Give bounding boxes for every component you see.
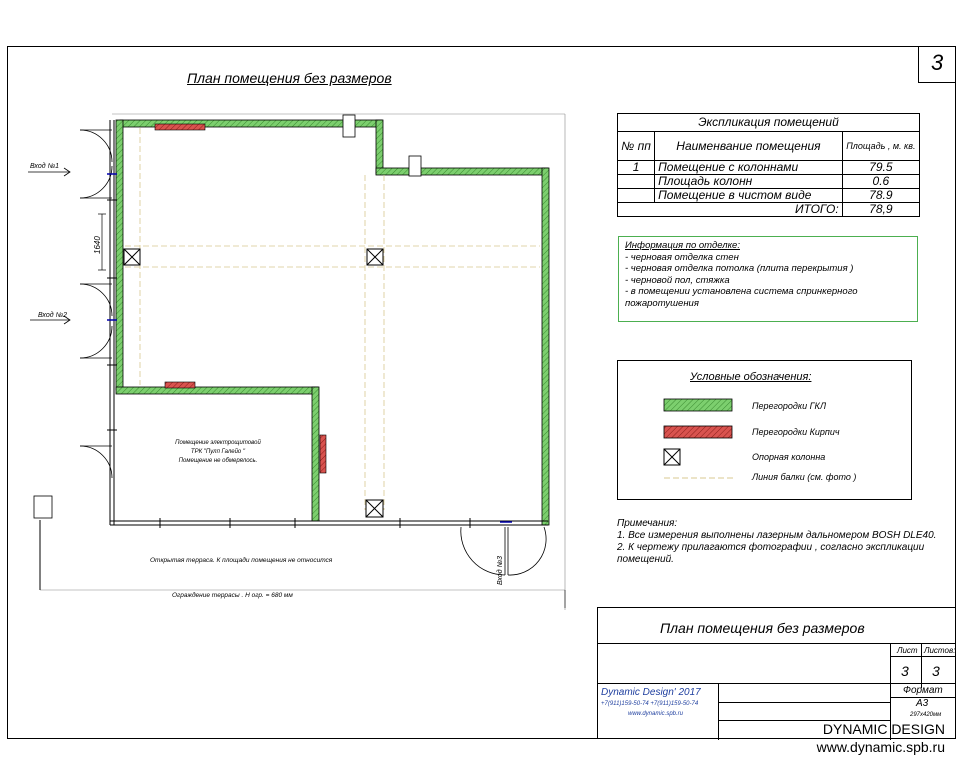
legend-gkl-swatch (663, 398, 733, 412)
finishing-line-1: - черновая отделка стен (625, 251, 739, 263)
dimension-label: 1640 (93, 236, 102, 254)
row-1-area: 79.5 (841, 160, 921, 175)
brick-walls (154, 123, 327, 474)
finishing-line-2: - черновая отделка потолка (плита перекр… (625, 263, 854, 274)
title-block: План помещения без размеров Лист Листов:… (597, 607, 956, 740)
notes-line-1: 1. Все измерения выполнены лазерным даль… (617, 530, 937, 541)
fence-label: Ограждение террасы . Н огр. = 680 мм (172, 591, 293, 599)
row-3-name: Помещение в чистом виде (654, 188, 843, 203)
watermark-brand: DYNAMIC DESIGN (822, 721, 945, 737)
sheets-value: 3 (932, 663, 940, 679)
sheet-value: 3 (901, 663, 909, 679)
watermark: DYNAMIC DESIGN www.dynamic.spb.ru (790, 720, 945, 756)
sheet-label: Лист (897, 646, 918, 655)
row-2-num (616, 174, 656, 189)
notes-line-2: 2. К чертежу прилагаются фотографии , со… (617, 542, 925, 553)
terrace-label: Открытая терраса. К площади помещения не… (150, 556, 333, 564)
format-label: Формат (903, 685, 943, 696)
page-number: 3 (931, 50, 944, 75)
row-2-name: Площадь колонн (654, 174, 843, 189)
total-label: ИТОГО: (617, 202, 843, 217)
total-value: 78,9 (841, 202, 921, 217)
gkl-walls (115, 119, 550, 526)
finishing-info-title: Информация по отделке: (625, 240, 740, 251)
finishing-line-3: - черновой пол, стяжка (625, 274, 730, 286)
legend-label-column: Опорная колонна (752, 452, 826, 462)
electrical-room-line-3: Помещение не обмерялось. (179, 458, 258, 464)
row-1-num: 1 (616, 160, 656, 175)
notes-title: Примечания: (617, 518, 678, 529)
finishing-info-box: Информация по отделке: - черновая отделк… (618, 236, 918, 322)
format-value: А3 (916, 698, 929, 709)
entrance-doors (79, 129, 547, 576)
header-area: Площадь , м. кв. (841, 131, 921, 161)
exit-3-label: Вход №3 (496, 556, 504, 585)
row-3-num (616, 188, 656, 203)
beam-lines (125, 128, 540, 510)
plan-title: План помещения без размеров (187, 70, 392, 86)
page-number-box: 3 (918, 46, 956, 83)
legend-title: Условные обозначения: (690, 371, 812, 383)
company-phones: +7(911)159-50-74 +7(911)159-50-74 (601, 701, 699, 707)
legend-box: Условные обозначения: Перегородки ГКЛ Пе… (617, 360, 912, 500)
entrance-1-label: Вход №1 (30, 162, 59, 170)
legend-label-beam: Линия балки (см. фото ) (752, 472, 857, 482)
legend-label-gkl: Перегородки ГКЛ (752, 401, 826, 411)
legend-column-symbol (663, 448, 681, 466)
company-name: Dynamic Design' 2017 (601, 687, 701, 698)
finishing-line-5: пожаротушения (625, 297, 699, 309)
sheets-label: Листов: (924, 646, 956, 655)
explication-title: Экспликация помещений (617, 113, 920, 132)
finishing-line-4: - в помещении установлена система спринк… (625, 286, 858, 297)
stamp-title: План помещения без размеров (660, 620, 865, 636)
legend-label-brick: Перегородки Кирпич (752, 427, 840, 437)
row-2-area: 0.6 (841, 174, 921, 189)
support-columns (123, 248, 384, 518)
header-name: Наименвание помещения (654, 131, 843, 161)
format-size: 297х420мм (910, 712, 942, 718)
watermark-site: www.dynamic.spb.ru (816, 739, 945, 755)
electrical-room-line-2: ТРК "Пулп Галейо " (191, 448, 246, 455)
notes-line-3: помещений. (617, 554, 674, 565)
notes-block: Примечания: 1. Все измерения выполнены л… (617, 518, 947, 566)
legend-symbols (663, 398, 734, 479)
entrance-arrows (28, 167, 71, 325)
sheet-frame (7, 46, 956, 739)
floor-plan: Вход №1 Вход №2 1640 Помещение электрощи… (28, 113, 566, 610)
company-site: www.dynamic.spb.ru (628, 711, 684, 717)
legend-brick-swatch (663, 425, 733, 439)
header-num: № пп (616, 131, 656, 161)
explication-table: Экспликация помещений № пп Наименвание п… (616, 113, 921, 217)
row-3-area: 78.9 (841, 188, 921, 203)
entrance-2-label: Вход №2 (38, 311, 67, 319)
row-1-name: Помещение с колоннами (654, 160, 843, 175)
electrical-room-line-1: Помещение электрощитовой (175, 439, 261, 446)
